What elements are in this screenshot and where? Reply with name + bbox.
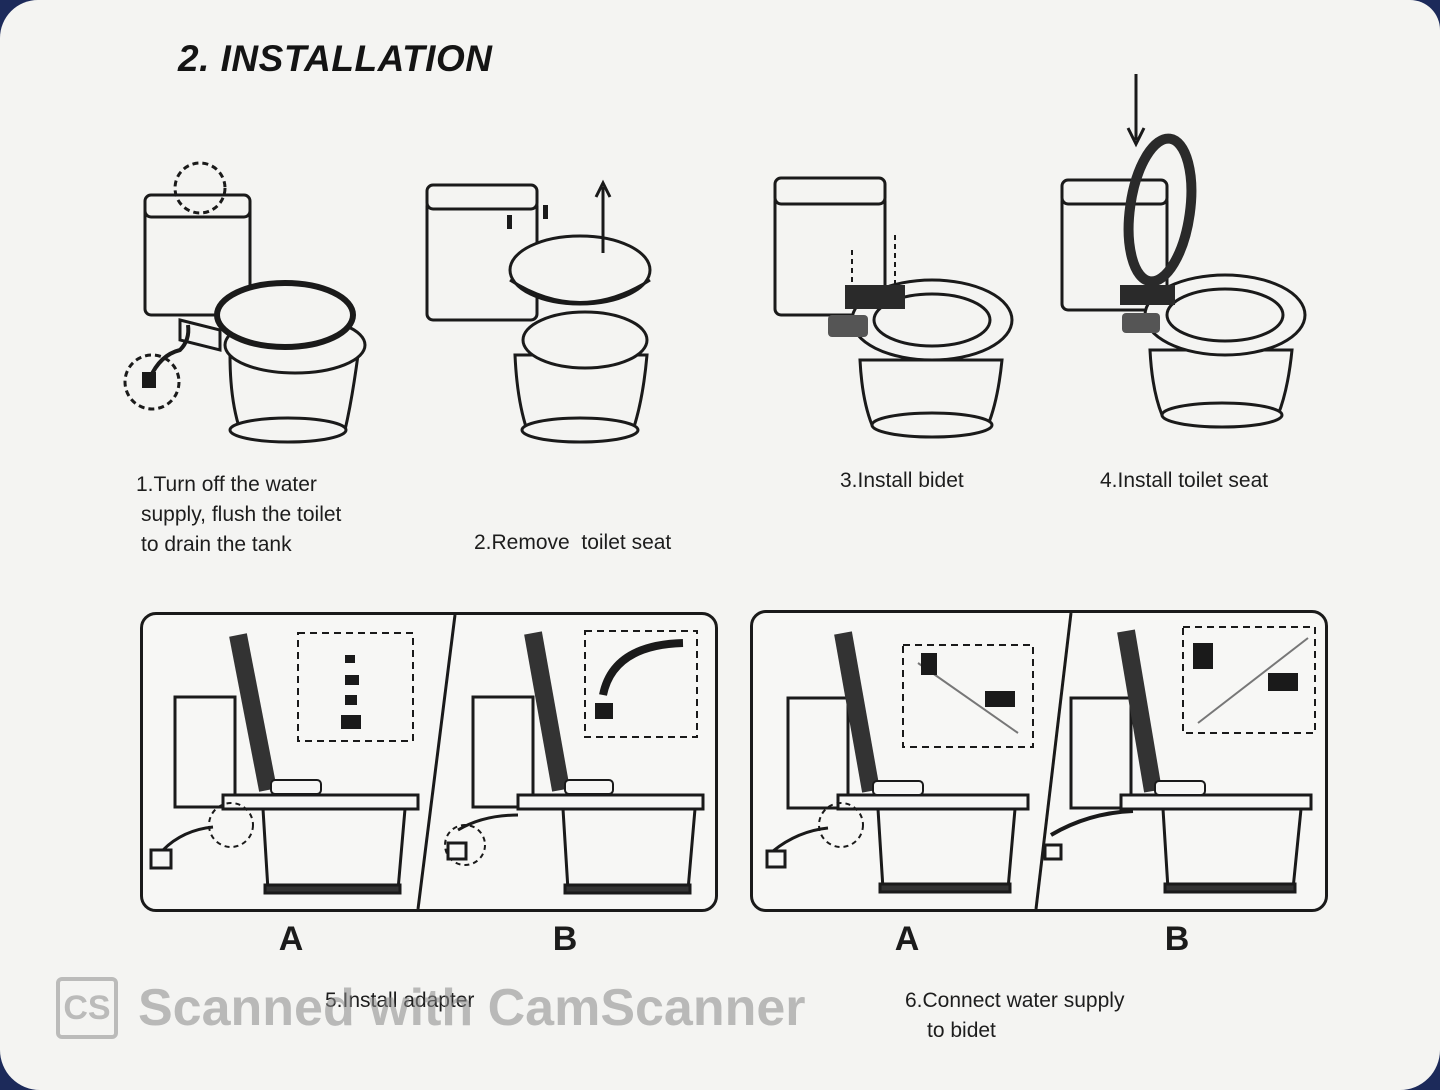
caption-line: to bidet (927, 1019, 996, 1042)
adapter-panel (140, 612, 718, 912)
caption-line: 5.Install adapter (325, 989, 475, 1012)
caption-line: 2.Remove toilet seat (474, 531, 672, 554)
step-1-illustration (120, 150, 380, 450)
watermark-text: Scanned with CamScanner (138, 979, 806, 1037)
step-2-illustration (415, 175, 675, 445)
step-3-caption: 3.Install bidet (840, 466, 964, 496)
panel-6-label-a: A (894, 920, 920, 958)
step-6-caption: 6.Connect water supply to bidet (905, 986, 1124, 1046)
water-supply-panel (750, 610, 1328, 912)
caption-line: 1.Turn off the water (136, 473, 317, 496)
caption-line: 3.Install bidet (840, 469, 964, 492)
step-1-caption: 1.Turn off the water supply, flush the t… (136, 470, 341, 560)
panel-5-label-a: A (278, 920, 304, 958)
camscanner-watermark: CS Scanned with CamScanner (56, 975, 806, 1041)
panel-6-label-b: B (1164, 920, 1190, 958)
section-heading: 2. INSTALLATION (178, 38, 493, 79)
step-4-caption: 4.Install toilet seat (1100, 466, 1268, 496)
panel-5-label-b: B (552, 920, 578, 958)
caption-line: supply, flush the toilet (141, 503, 342, 526)
step-2-caption: 2.Remove toilet seat (474, 468, 671, 618)
caption-line: 6.Connect water supply (905, 989, 1125, 1012)
step-3-illustration (760, 160, 1030, 440)
step-4-illustration (1050, 70, 1320, 440)
caption-line: to drain the tank (141, 533, 292, 556)
step-5-caption: 5.Install adapter (325, 986, 474, 1016)
caption-line: 4.Install toilet seat (1100, 469, 1269, 492)
camscanner-logo-icon: CS (56, 977, 118, 1039)
